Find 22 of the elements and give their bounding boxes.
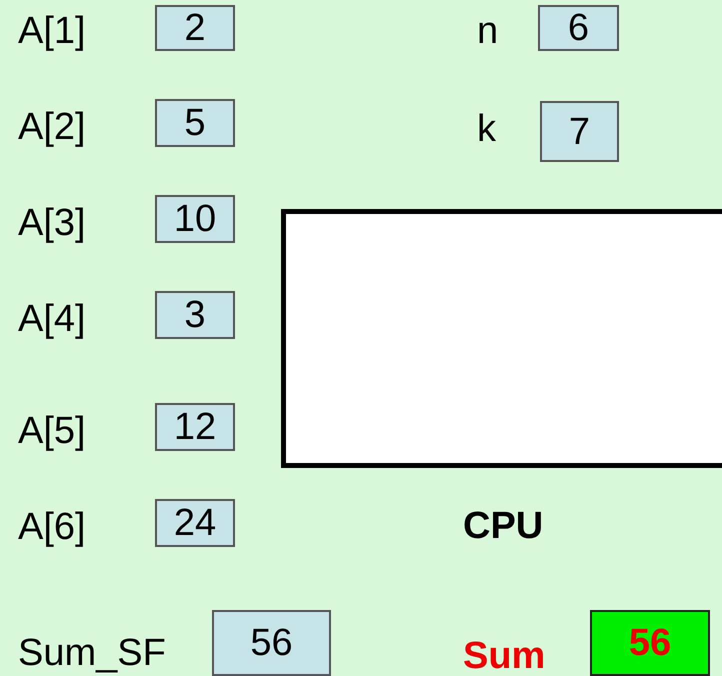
value-cell: 56: [590, 610, 710, 676]
value-cell: 12: [155, 403, 235, 451]
variable-label: A[1]: [18, 12, 86, 50]
value-cell: 56: [212, 610, 331, 676]
variable-label: A[2]: [18, 108, 86, 146]
variable-label: n: [477, 12, 498, 50]
variable-label: A[3]: [18, 204, 86, 242]
variable-label: CPU: [463, 507, 544, 545]
value-cell: 5: [155, 99, 235, 147]
variable-label: A[4]: [18, 300, 86, 338]
value-cell: 24: [155, 499, 235, 547]
variable-label: k: [477, 110, 496, 148]
value-cell: 7: [540, 101, 619, 162]
variable-label: Sum_SF: [18, 634, 166, 672]
value-cell: 2: [155, 5, 235, 51]
variable-label: A[6]: [18, 508, 86, 546]
variable-label: Sum: [463, 637, 546, 675]
value-cell: 3: [155, 291, 235, 339]
value-cell: 6: [538, 5, 619, 51]
variable-label: A[5]: [18, 412, 86, 450]
processor-frame: [281, 209, 722, 468]
value-cell: 10: [155, 195, 235, 243]
